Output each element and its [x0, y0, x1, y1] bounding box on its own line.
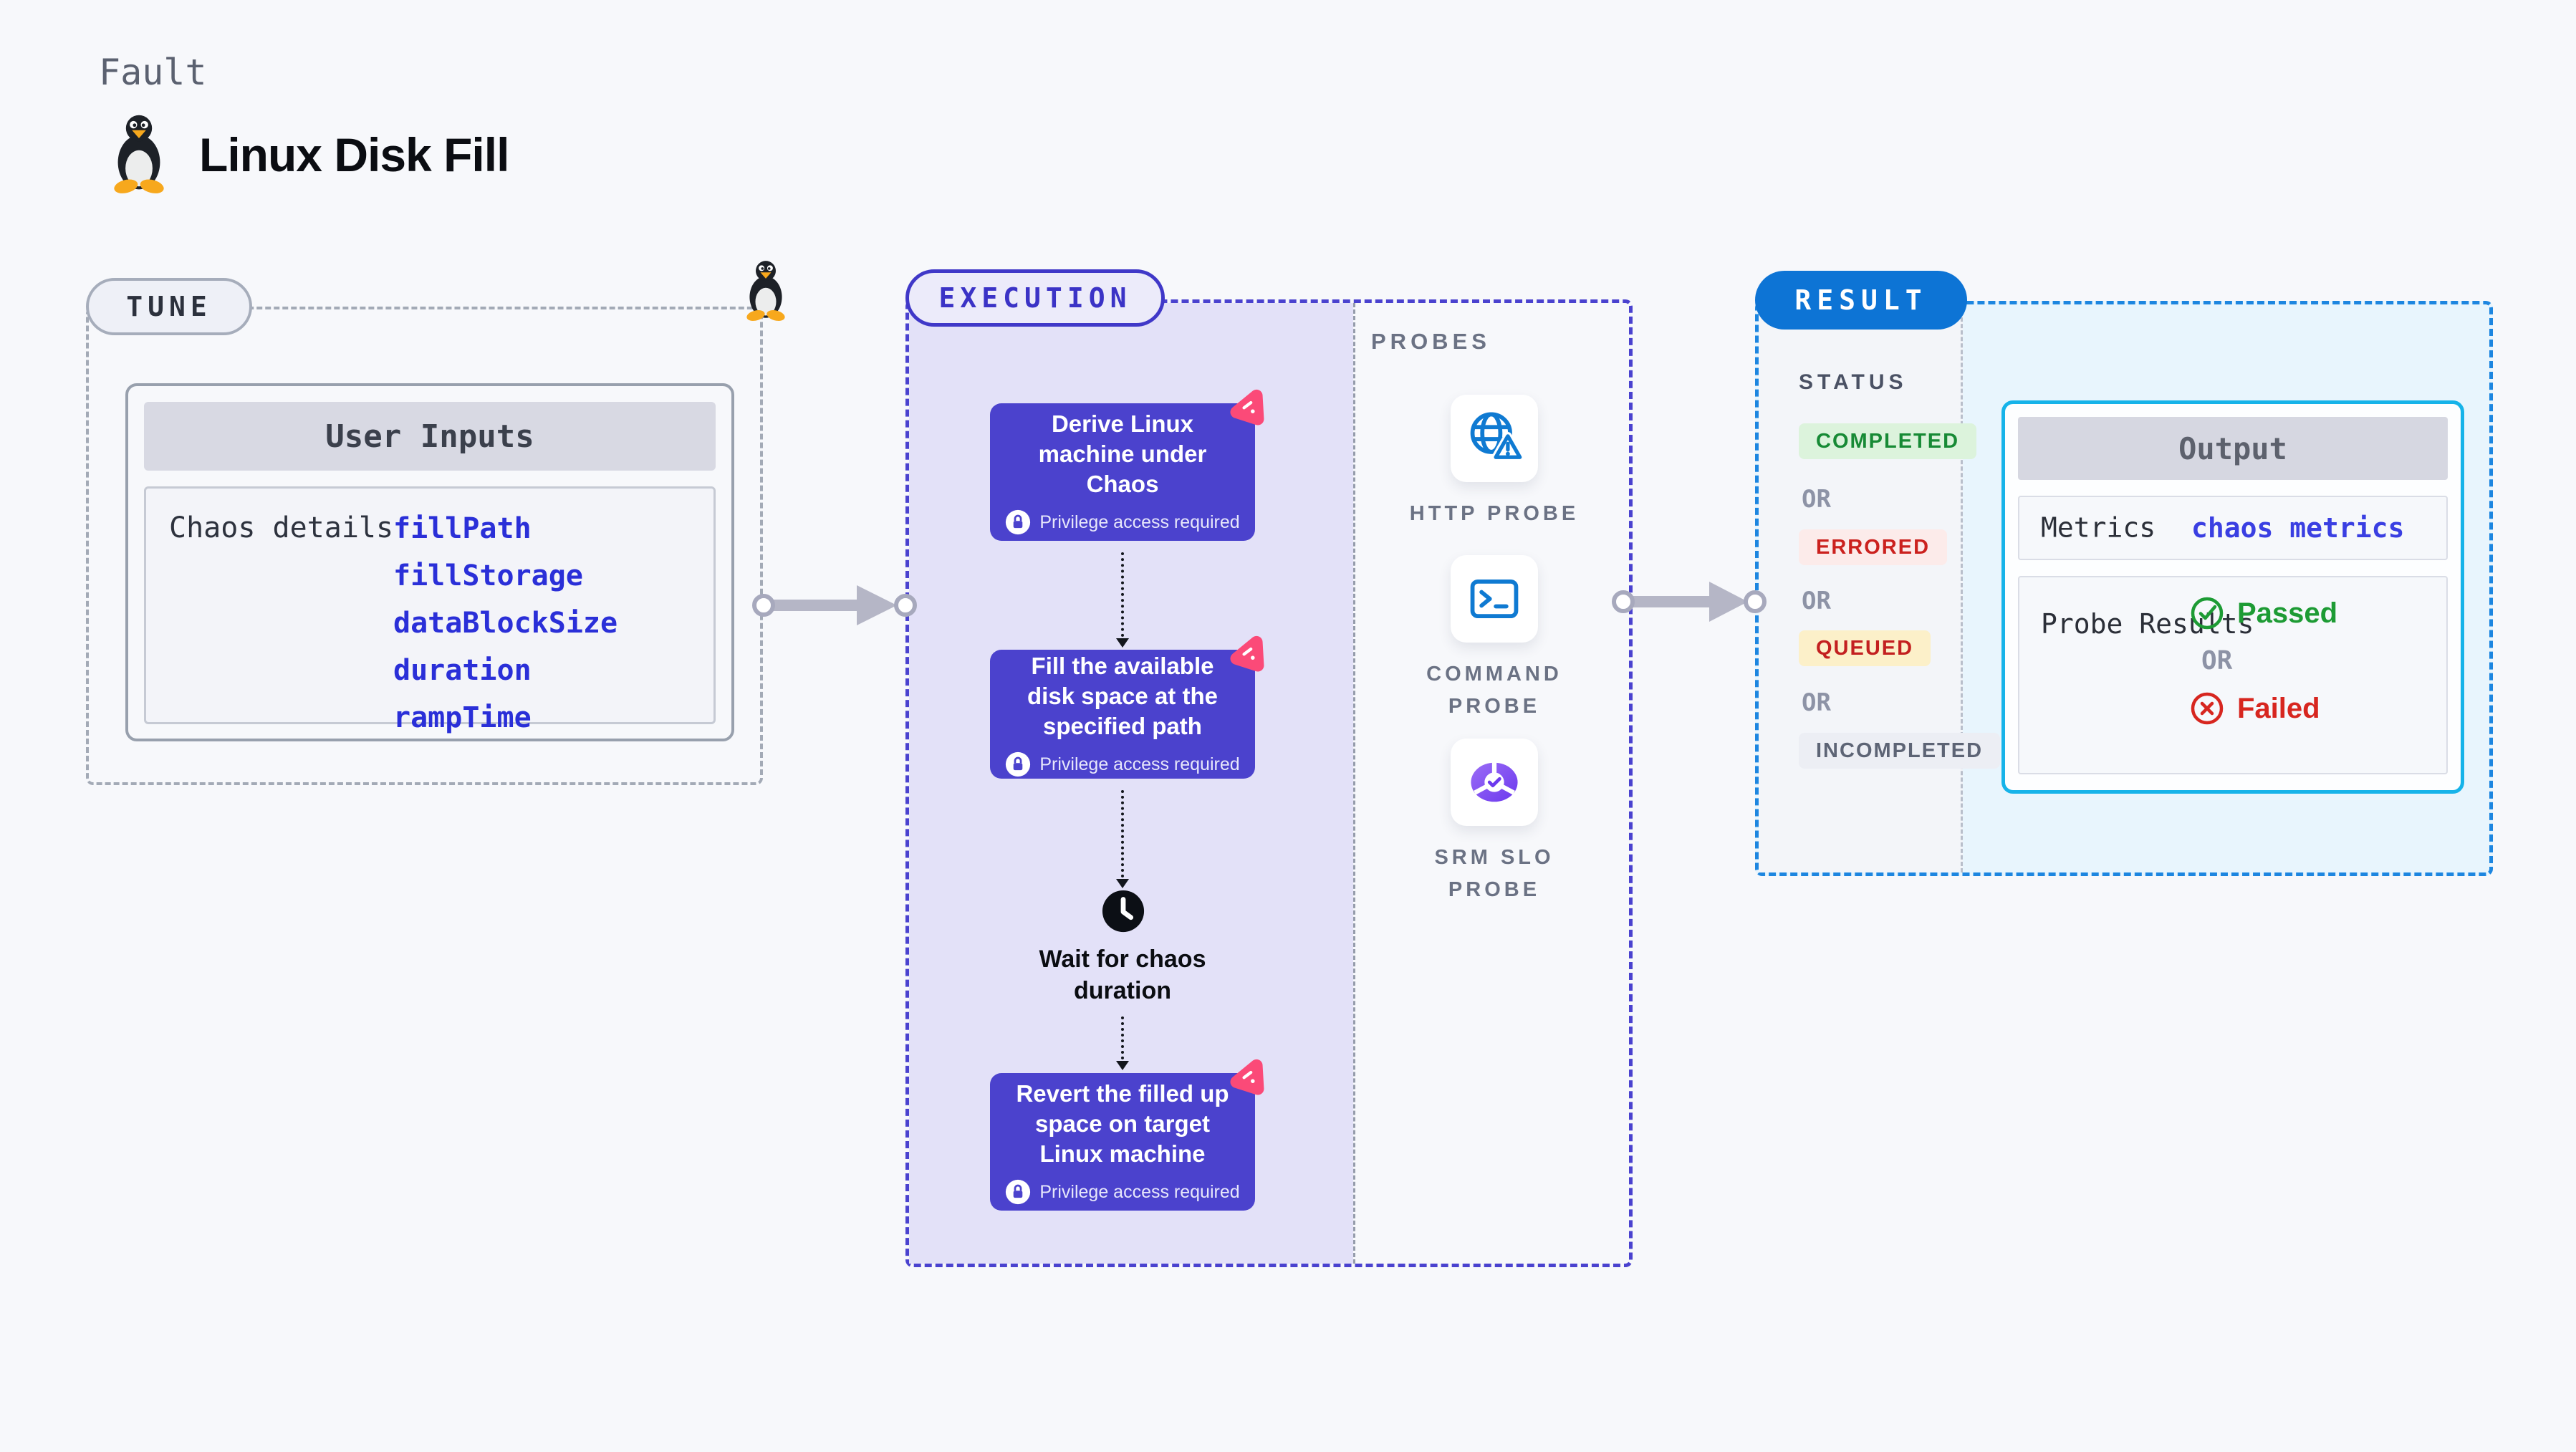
- page-title: Linux Disk Fill: [199, 128, 509, 181]
- result-pill: RESULT: [1755, 271, 1967, 330]
- input-duration: duration: [393, 654, 532, 687]
- step-title: Fill the available disk space at the spe…: [1027, 652, 1218, 740]
- lock-icon: [1006, 510, 1031, 535]
- user-inputs-body: Chaos details fillPath fillStorage dataB…: [144, 486, 716, 734]
- status-badge-completed: COMPLETED: [1799, 423, 1977, 459]
- probe-icon-card: [1451, 555, 1538, 643]
- privilege-note: Privilege access required: [1039, 1181, 1240, 1202]
- privilege-row: Privilege access required: [1005, 1179, 1240, 1205]
- connector-step1-step2: [1116, 552, 1129, 648]
- probe-icon-card: [1451, 395, 1538, 482]
- user-inputs-card: User Inputs Chaos details fillPath fillS…: [125, 383, 734, 741]
- chaos-experiment-badge-icon: [1230, 635, 1264, 672]
- result-section-outline: STATUS COMPLETED OR ERRORED OR QUEUED OR…: [1755, 301, 2493, 876]
- step-card-revert-space: Revert the filled up space on target Lin…: [990, 1059, 1264, 1211]
- chaos-details-label: Chaos details: [169, 511, 394, 544]
- or-label: OR: [1802, 688, 1831, 717]
- probe-name: COMMAND PROBE: [1426, 663, 1562, 718]
- metrics-value-link: chaos metrics: [2191, 512, 2405, 544]
- arrowhead-down-icon: [1116, 1061, 1129, 1070]
- step-title: Derive Linux machine under Chaos: [1038, 410, 1207, 498]
- status-header: STATUS: [1799, 370, 1908, 394]
- output-card: Output Metrics chaos metrics Probe Resul…: [2001, 400, 2464, 794]
- connector-wait-step3: [1116, 1016, 1129, 1070]
- probe-results-values: Passed OR Failed: [2190, 596, 2337, 726]
- tux-penguin-icon: [114, 115, 164, 193]
- probe-name: SRM SLO PROBE: [1434, 846, 1554, 901]
- probes-divider: [1353, 303, 1355, 1264]
- step-title: Revert the filled up space on target Lin…: [1016, 1080, 1229, 1168]
- input-ramptime: rampTime: [393, 701, 532, 734]
- clock-icon: [1102, 890, 1145, 933]
- globe-warning-icon: [1470, 412, 1524, 462]
- arrowhead-down-icon: [1116, 879, 1129, 888]
- probes-header: PROBES: [1371, 329, 1491, 354]
- tune-section-outline: [86, 307, 763, 785]
- or-label: OR: [1802, 587, 1831, 615]
- terminal-icon: [1470, 579, 1519, 619]
- input-fillstorage: fillStorage: [393, 559, 583, 592]
- wait-duration-label: Wait for chaos duration: [1039, 946, 1206, 1005]
- input-datablocksize: dataBlockSize: [393, 607, 618, 640]
- probe-item-srm-slo: SRM SLO PROBE: [1408, 739, 1580, 906]
- check-circle-icon: [2191, 597, 2224, 630]
- output-title: Output: [2018, 417, 2448, 480]
- chaos-experiment-badge-icon: [1230, 1059, 1264, 1095]
- step-card-fill-disk: Fill the available disk space at the spe…: [990, 635, 1264, 779]
- privilege-row: Privilege access required: [1005, 509, 1240, 535]
- status-badge-incompleted: INCOMPLETED: [1799, 733, 2001, 769]
- chaos-inputs-list: fillPath fillStorage dataBlockSize durat…: [393, 511, 617, 748]
- step-card-derive-machine: Derive Linux machine under Chaos Privile…: [990, 389, 1264, 541]
- connector-step2-wait: [1116, 790, 1129, 888]
- metrics-label: Metrics: [2041, 511, 2156, 544]
- execution-section-outline: Derive Linux machine under Chaos Privile…: [905, 299, 1633, 1267]
- metrics-row: Metrics chaos metrics: [2018, 496, 2448, 560]
- input-fillpath: fillPath: [393, 512, 532, 545]
- status-badge-errored: ERRORED: [1799, 529, 1948, 565]
- fault-eyebrow: Fault: [99, 52, 207, 93]
- or-label: OR: [2201, 646, 2233, 675]
- probe-item-command: COMMAND PROBE: [1408, 555, 1580, 723]
- failed-label: Failed: [2237, 692, 2320, 724]
- probe-item-http: HTTP PROBE: [1408, 395, 1580, 530]
- or-label: OR: [1802, 485, 1831, 514]
- probe-icon-card: [1451, 739, 1538, 826]
- arrow-execution-to-result: [1612, 582, 1767, 622]
- chaos-experiment-badge-icon: [1230, 389, 1264, 425]
- lock-icon: [1006, 752, 1031, 777]
- lock-icon: [1006, 1180, 1031, 1205]
- arrow-tune-to-execution: [752, 585, 917, 625]
- passed-row: Passed: [2190, 596, 2337, 630]
- passed-label: Passed: [2237, 597, 2338, 629]
- arrowhead-down-icon: [1116, 638, 1129, 648]
- tune-pill: TUNE: [86, 278, 252, 335]
- tux-penguin-icon-small: [746, 261, 785, 321]
- execution-pill: EXECUTION: [905, 269, 1165, 327]
- slo-donut-icon: [1471, 761, 1518, 802]
- status-column: STATUS COMPLETED OR ERRORED OR QUEUED OR…: [1759, 304, 2001, 872]
- privilege-note: Privilege access required: [1039, 754, 1240, 774]
- user-inputs-title: User Inputs: [144, 402, 716, 471]
- probe-results-row: Probe Results Passed OR: [2018, 576, 2448, 774]
- x-circle-icon: [2191, 692, 2224, 725]
- probe-name: HTTP PROBE: [1409, 502, 1580, 525]
- failed-row: Failed: [2190, 691, 2337, 726]
- privilege-note: Privilege access required: [1039, 511, 1240, 532]
- status-badge-queued: QUEUED: [1799, 630, 1931, 666]
- privilege-row: Privilege access required: [1005, 751, 1240, 777]
